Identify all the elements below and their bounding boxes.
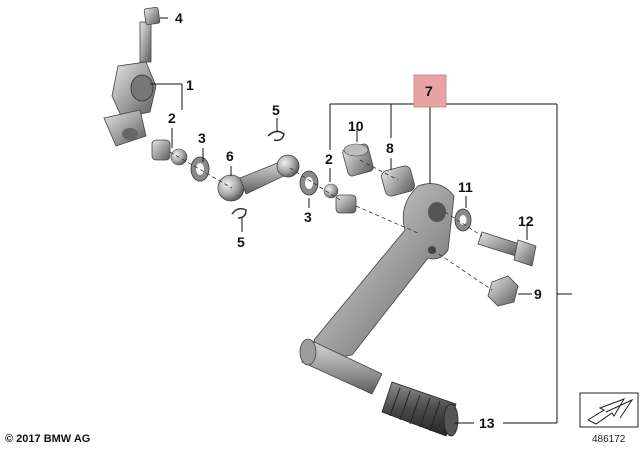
leader-lines — [150, 17, 572, 424]
part-1-clamp — [103, 61, 157, 147]
parts-list-arrow-icon — [579, 392, 639, 428]
assembly-axis-lines — [169, 151, 493, 291]
part-8-bushing — [381, 165, 415, 197]
callout-13: 13 — [479, 415, 495, 431]
part-12-bolt — [477, 231, 537, 267]
part-6-linkage-rod — [217, 154, 300, 202]
callout-12: 12 — [518, 213, 534, 229]
part-13-foot-rubber — [381, 381, 459, 437]
copyright-notice: © 2017 BMW AG — [5, 433, 91, 445]
callout-10: 10 — [348, 118, 364, 134]
callout-2-left: 2 — [168, 110, 176, 126]
callout-6: 6 — [226, 148, 234, 164]
callout-4: 4 — [175, 10, 183, 26]
part-10-sleeve — [342, 143, 374, 177]
callout-11: 11 — [458, 179, 473, 195]
part-3-washer-right — [299, 170, 319, 196]
part-2-bush-left — [151, 139, 188, 166]
callout-3-right: 3 — [304, 209, 312, 225]
part-2-bush-right — [323, 183, 357, 214]
callout-7: 7 — [425, 83, 433, 99]
part-7-highlight — [413, 74, 447, 108]
callout-5-bottom: 5 — [237, 234, 245, 250]
callout-8: 8 — [386, 140, 394, 156]
part-7-shift-lever — [299, 183, 455, 395]
callout-3-left: 3 — [198, 130, 206, 146]
diagram-number: 486172 — [592, 434, 626, 445]
callout-2-right: 2 — [325, 151, 333, 167]
part-11-washer — [454, 208, 472, 232]
part-5-clip-top — [267, 130, 285, 142]
callout-9: 9 — [534, 286, 542, 302]
part-5-clip-bottom — [231, 207, 247, 219]
part-3-washer-left — [190, 156, 210, 182]
callout-1: 1 — [186, 77, 194, 93]
part-9-nut — [487, 275, 519, 307]
callout-5-top: 5 — [272, 102, 280, 118]
part-4-bolt — [139, 6, 161, 63]
